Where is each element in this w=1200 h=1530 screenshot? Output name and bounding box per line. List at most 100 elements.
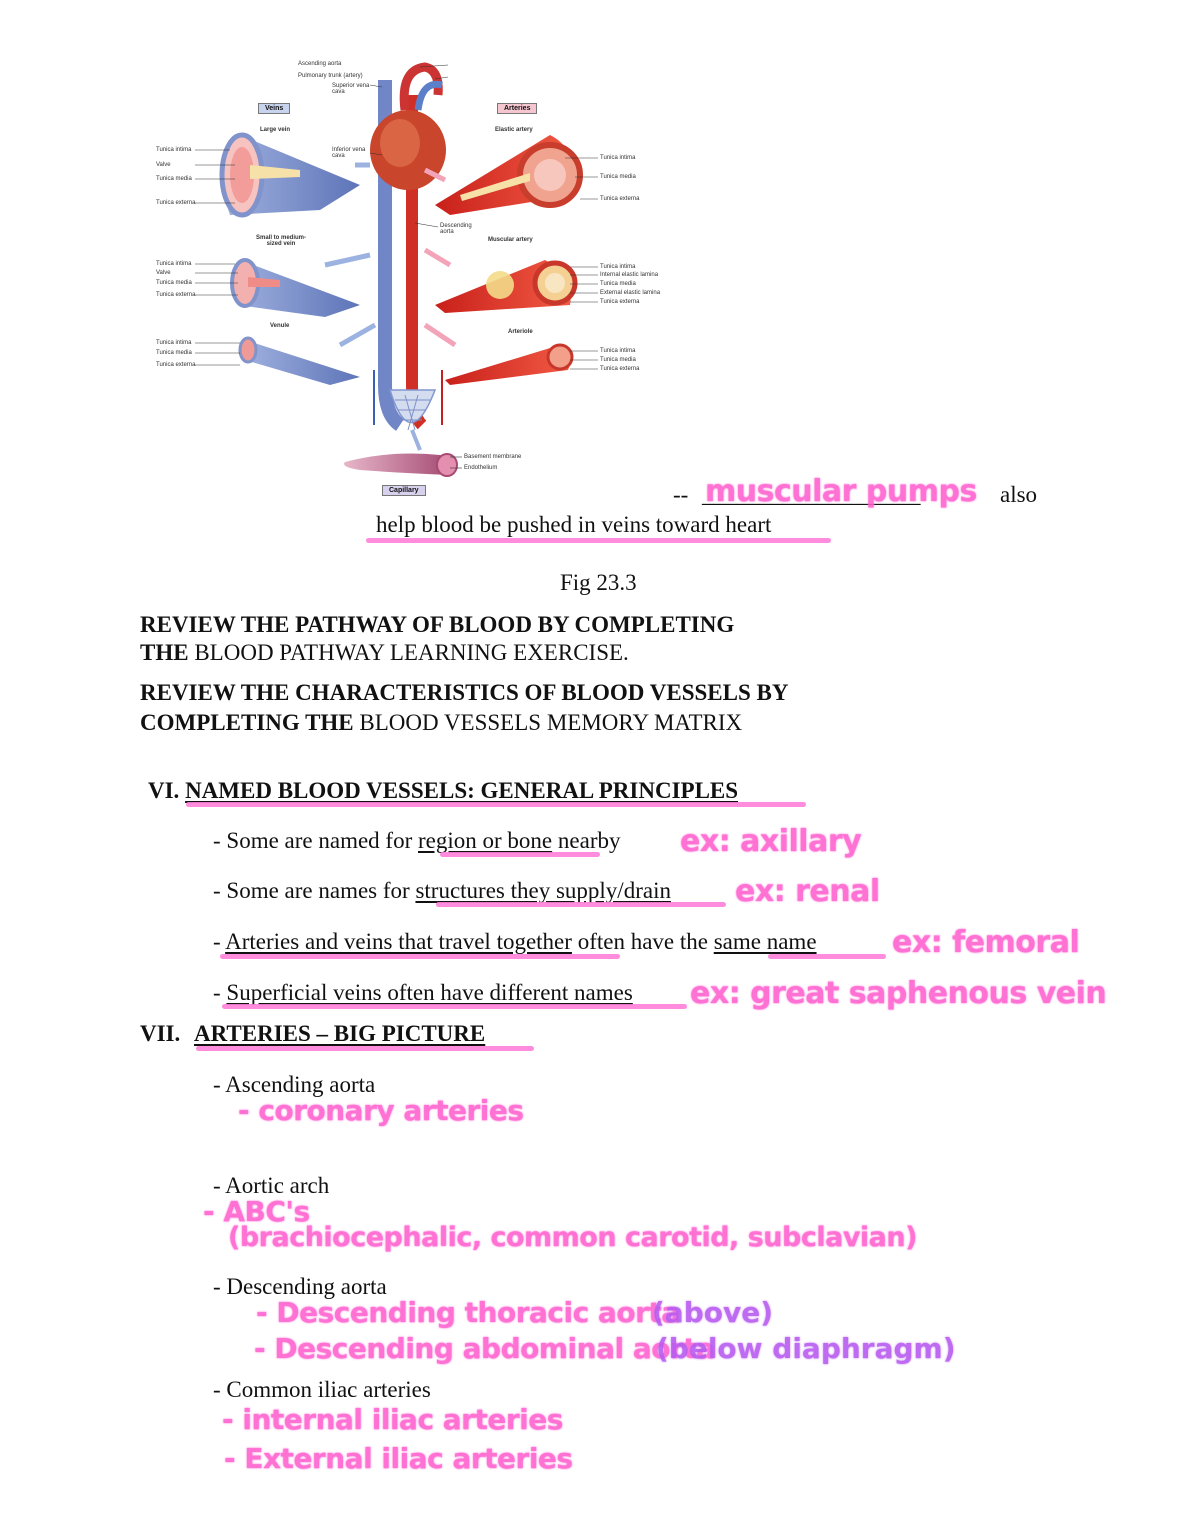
review-pathway-bold2: THE [140,640,189,665]
section-6-title: NAMED BLOOD VESSELS: GENERAL PRINCIPLES [185,778,739,803]
pink-underline-item-1 [440,852,600,857]
item-4-pre: - [213,980,227,1005]
review-vessels-line2: COMPLETING THE BLOOD VESSELS MEMORY MATR… [140,710,742,736]
fig-label-superior-vena-cava: Superior vena cava [332,83,370,95]
fig-label-arteriole-media: Tunica media [600,357,636,363]
fig-label-inferior-vena-cava: Inferior vena cava [332,147,366,159]
caption-dash: -- [673,482,689,507]
fig-label-ascending-aorta: Ascending aorta [298,61,342,67]
handwritten-ex-great-saphenous: ex: great saphenous vein [690,976,1107,1011]
fig-label-mart-media: Tunica media [600,281,636,287]
fig-label-small-vein: Small to medium-sized vein [255,235,306,247]
review-vessels-bold2: COMPLETING THE [140,710,354,735]
fig-label-vein-externa: Tunica externa [156,200,196,206]
caption-second-line: help blood be pushed in veins toward hea… [376,512,772,537]
arteries-common-iliac: - Common iliac arteries [213,1377,431,1402]
fig-label-venule-media: Tunica media [156,350,192,356]
caption-also: also [1000,482,1038,507]
handwritten-descending-abdominal: - Descending abdominal aorta [254,1332,715,1365]
section-7-title: ARTERIES – BIG PICTURE [194,1021,486,1046]
section-6-item-1: - Some are named for region or bone near… [213,828,620,854]
fig-label-venule-intima: Tunica intima [156,340,192,346]
handwritten-internal-iliac: - internal iliac arteries [222,1403,563,1436]
pink-underline-item-2 [436,902,726,907]
section-7-heading: VII. ARTERIES – BIG PICTURE [140,1021,485,1047]
fig-caption: Fig 23.3 [560,570,637,595]
fig-label-vein-valve: Valve [156,162,171,168]
review-pathway-line2: THE BLOOD PATHWAY LEARNING EXERCISE. [140,640,629,666]
pink-underline-caption [366,538,831,543]
handwritten-ex-axillary: ex: axillary [680,824,862,859]
arteries-ascending-aorta: - Ascending aorta [213,1072,376,1097]
item-2-pre: - Some are names for [213,878,416,903]
fig-label-mvein-valve: Valve [156,270,171,276]
fig-label-muscular-artery: Muscular artery [488,237,533,243]
handwritten-ex-renal: ex: renal [735,874,880,909]
review-pathway-bold: REVIEW THE PATHWAY OF BLOOD BY COMPLETIN… [140,612,735,637]
handwritten-external-iliac: - External iliac arteries [224,1442,573,1475]
item-1-post: nearby [552,828,621,853]
item-1-underlined: region or bone [418,828,553,853]
fig-label-arteriole-intima: Tunica intima [600,348,636,354]
fig-label-eart-media: Tunica media [600,174,636,180]
handwritten-ex-femoral: ex: femoral [892,925,1080,960]
fig-label-eart-intima: Tunica intima [600,155,636,161]
fig-label-venule: Venule [270,323,290,329]
fig-tag-veins: Veins [258,103,291,114]
review-pathway-line1: REVIEW THE PATHWAY OF BLOOD BY COMPLETIN… [140,612,734,638]
fig-label-basement-membrane: Basement membrane [464,454,522,460]
fig-label-mart-iel: Internal elastic lamina [600,272,659,278]
item-3-underlined: Arteries and veins that travel together [225,929,572,954]
fig-label-vein-media: Tunica media [156,176,192,182]
fig-label-eart-externa: Tunica externa [600,196,640,202]
vessel-diagram-illustration [195,62,598,477]
caption-blank: ___________________ [702,482,921,507]
pink-underline-item-4 [222,1004,687,1009]
fig-tag-arteries: Arteries [497,103,538,114]
arteries-descending-aorta: - Descending aorta [213,1274,387,1299]
handwritten-abcs-detail: (brachiocephalic, common carotid, subcla… [228,1222,917,1253]
pink-underline-item-3a [220,954,620,959]
fig-label-mart-eel: External elastic lamina [600,290,661,296]
review-vessels-rest: BLOOD VESSELS MEMORY MATRIX [353,710,743,735]
handwritten-abcs: - ABC's [203,1195,310,1228]
review-pathway-rest: BLOOD PATHWAY LEARNING EXERCISE. [188,640,629,665]
fig-label-endothelium: Endothelium [464,465,498,471]
review-vessels-bold: REVIEW THE CHARACTERISTICS OF BLOOD VESS… [140,680,789,705]
section-6-number: VI. [148,778,180,803]
section-6-item-2: - Some are names for structures they sup… [213,878,671,904]
fig-tag-capillary: Capillary [382,485,426,496]
handwritten-muscular-pumps: muscular pumps [705,474,977,509]
fig-label-pulmonary-trunk: Pulmonary trunk (artery) [298,73,363,79]
section-6-item-4: - Superficial veins often have different… [213,980,633,1006]
item-3-pre: - [213,929,226,954]
handwritten-above-note: (above) [652,1296,774,1329]
section-6-item-3: - Arteries and veins that travel togethe… [213,929,817,955]
pink-underline-section-6 [186,802,806,807]
handwritten-below-diaphragm-note: (below diaphragm) [656,1332,956,1365]
section-6-heading: VI. NAMED BLOOD VESSELS: GENERAL PRINCIP… [148,778,738,804]
fig-label-arteriole-externa: Tunica externa [600,366,640,372]
review-vessels-line1: REVIEW THE CHARACTERISTICS OF BLOOD VESS… [140,680,788,706]
fig-label-arteriole: Arteriole [508,329,533,335]
fig-label-elastic-artery: Elastic artery [495,127,533,133]
fig-label-vein-intima: Tunica intima [156,147,192,153]
blood-vessel-figure: Ascending aorta Pulmonary trunk (artery)… [150,55,680,505]
item-3-post: often have the [571,929,714,954]
pink-underline-item-3b [768,954,886,959]
fig-label-descending-aorta: Descending aorta [440,223,472,235]
item-2-underlined: structures they supply/drain [415,878,671,903]
item-3-underlined-2: same name [713,929,817,954]
fig-label-mvein-media: Tunica media [156,280,192,286]
arteries-aortic-arch: - Aortic arch [213,1173,330,1198]
fig-label-mart-intima: Tunica intima [600,264,636,270]
fig-label-venule-externa: Tunica externa [156,362,196,368]
section-7-number: VII. [140,1021,181,1046]
item-1-pre: - Some are named for [213,828,419,853]
fig-label-mvein-externa: Tunica externa [156,292,196,298]
fig-label-mvein-intima: Tunica intima [156,261,192,267]
handwritten-descending-thoracic: - Descending thoracic aorta [256,1296,680,1329]
item-4-underlined: Superficial veins often have different n… [226,980,633,1005]
handwritten-coronary-arteries: - coronary arteries [238,1094,524,1127]
pink-underline-section-7 [196,1046,534,1051]
